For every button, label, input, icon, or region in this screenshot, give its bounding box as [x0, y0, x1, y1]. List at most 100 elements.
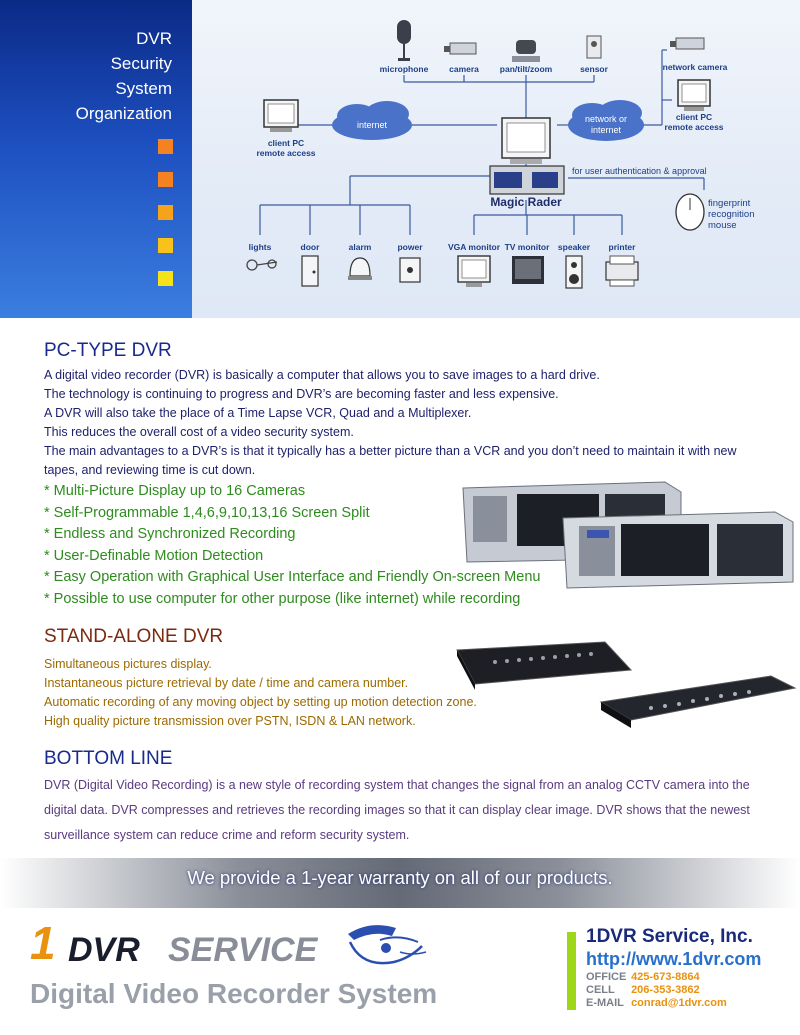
microphone-label: microphone	[380, 64, 429, 74]
alarm-label: alarm	[349, 242, 372, 252]
warranty-text: We provide a 1-year warranty on all of o…	[187, 867, 613, 888]
pc-dvr-heading: PC-TYPE DVR	[44, 340, 172, 361]
camera-icon	[444, 42, 477, 55]
pc-dvr-paragraph: A DVR will also take the place of a Time…	[44, 406, 472, 420]
hub-label: Magic Rader	[490, 195, 562, 209]
lights-icon	[246, 259, 278, 271]
pc-dvr-paragraph: A digital video recorder (DVR) is basica…	[44, 368, 600, 382]
cloud-network-label: network or	[585, 114, 627, 124]
feature-item: * Multi-Picture Display up to 16 Cameras	[44, 483, 306, 499]
ptz-camera-icon	[512, 40, 540, 62]
contact-row-email: E-MAIL conrad@1dvr.com	[586, 997, 727, 1010]
network-camera-icon	[670, 37, 705, 50]
feature-item: * Easy Operation with Graphical User Int…	[44, 569, 541, 585]
standalone-dvr-unit-back	[456, 641, 633, 690]
contact-row-office: OFFICE 425-673-8864	[586, 971, 700, 984]
diagram-svg: internet network or internet microphone …	[246, 20, 754, 289]
banner-title-line: DVR	[136, 29, 172, 48]
banner-title-line: System	[115, 79, 172, 98]
client-pc-right-label: remote access	[664, 122, 723, 132]
logo-subtitle: Digital Video Recorder System	[30, 978, 438, 1009]
sensor-label: sensor	[580, 64, 609, 74]
client-pc-left-label: client PC	[268, 138, 304, 148]
pc-dvr-product-image	[462, 481, 794, 589]
pc-dvr-paragraph: The main advantages to a DVR’s is that i…	[44, 444, 737, 477]
fingerprint-label: mouse	[708, 220, 737, 231]
office-phone[interactable]: 425-673-8864	[631, 971, 700, 983]
email-link[interactable]: conrad@1dvr.com	[631, 997, 727, 1009]
alarm-icon	[348, 257, 372, 280]
cell-phone[interactable]: 206-353-3862	[631, 984, 700, 996]
pc-dvr-paragraph: This reduces the overall cost of a video…	[44, 425, 354, 439]
logo-number: 1	[30, 917, 56, 969]
company-name: 1DVR Service, Inc.	[586, 926, 753, 947]
pc-dvr-unit-front	[562, 511, 794, 589]
sensor-icon	[586, 35, 602, 59]
contact-row-cell: CELL 206-353-3862	[586, 984, 700, 997]
cloud-network-label: internet	[591, 125, 622, 135]
vga-monitor-icon	[457, 255, 491, 287]
feature-list: * Multi-Picture Display up to 16 Cameras…	[44, 481, 540, 610]
feature-item: * Possible to use computer for other pur…	[44, 590, 521, 607]
decor-square	[158, 205, 173, 220]
logo-dvr-text: DVR	[68, 931, 140, 969]
camera-label: camera	[449, 64, 479, 74]
power-outlet-icon	[399, 257, 421, 283]
banner-title-line: Organization	[75, 104, 172, 123]
client-pc-right-label: client PC	[676, 112, 712, 122]
contact-label: CELL	[586, 984, 615, 996]
client-pc-left-label: remote access	[256, 148, 315, 158]
top-banner: DVR Security System Organization	[0, 0, 800, 318]
logo-eye-icon	[348, 925, 427, 965]
bottom-line-heading: BOTTOM LINE	[44, 748, 173, 769]
speaker-icon	[565, 255, 583, 289]
banner-title-line: Security	[110, 54, 172, 73]
website-link[interactable]: http://www.1dvr.com	[586, 949, 762, 969]
standalone-dvr-product-image	[456, 641, 797, 728]
feature-item: * Self-Programmable 1,4,6,9,10,13,16 Scr…	[44, 504, 370, 521]
client-pc-left-icon	[263, 99, 299, 132]
decor-square	[158, 172, 173, 187]
pc-dvr-description: A digital video recorder (DVR) is basica…	[44, 366, 744, 480]
title-panel: DVR Security System Organization	[0, 0, 192, 318]
feature-item: * Endless and Synchronized Recording	[44, 526, 296, 542]
standalone-dvr-list: Simultaneous pictures display. Instantan…	[44, 655, 477, 731]
ptz-label: pan/tilt/zoom	[500, 64, 553, 74]
pc-dvr-paragraph: The technology is continuing to progress…	[44, 387, 559, 401]
standalone-dvr-line: Simultaneous pictures display.	[44, 657, 212, 671]
fingerprint-mouse-icon	[675, 193, 705, 231]
standalone-dvr-line: High quality picture transmission over P…	[44, 714, 416, 728]
banner-title: DVR Security System Organization	[76, 26, 172, 126]
dvr-unit-icon	[489, 165, 565, 195]
standalone-dvr-unit-front	[599, 675, 797, 728]
lights-label: lights	[249, 242, 272, 252]
network-camera-label: network camera	[663, 62, 728, 72]
door-icon	[301, 255, 319, 287]
contact-label: OFFICE	[586, 971, 627, 983]
fingerprint-label: fingerprint	[708, 198, 751, 209]
decor-square	[158, 139, 173, 154]
standalone-dvr-line: Automatic recording of any moving object…	[44, 695, 477, 709]
central-pc-icon	[501, 117, 551, 164]
bottom-line-text: DVR (Digital Video Recording) is a new s…	[44, 778, 750, 842]
microphone-icon	[397, 20, 411, 61]
vga-monitor-label: VGA monitor	[448, 242, 501, 252]
logo-service-text: SERVICE	[168, 931, 318, 969]
client-pc-right-icon	[677, 79, 711, 111]
printer-label: printer	[609, 242, 637, 252]
standalone-dvr-line: Instantaneous picture retrieval by date …	[44, 676, 409, 690]
door-label: door	[301, 242, 321, 252]
tv-monitor-label: TV monitor	[505, 242, 551, 252]
printer-icon	[605, 255, 639, 287]
contact-accent-bar	[567, 932, 576, 1010]
fingerprint-label: recognition	[708, 209, 754, 220]
speaker-label: speaker	[558, 242, 591, 252]
feature-item: * User-Definable Motion Detection	[44, 547, 264, 564]
system-diagram: internet network or internet microphone …	[192, 0, 800, 318]
power-label: power	[397, 242, 423, 252]
decor-square	[158, 238, 173, 253]
tv-monitor-icon	[512, 256, 544, 284]
cloud-internet-label: internet	[357, 120, 388, 130]
standalone-dvr-heading: STAND-ALONE DVR	[44, 626, 224, 647]
auth-note: for user authentication & approval	[572, 166, 707, 176]
